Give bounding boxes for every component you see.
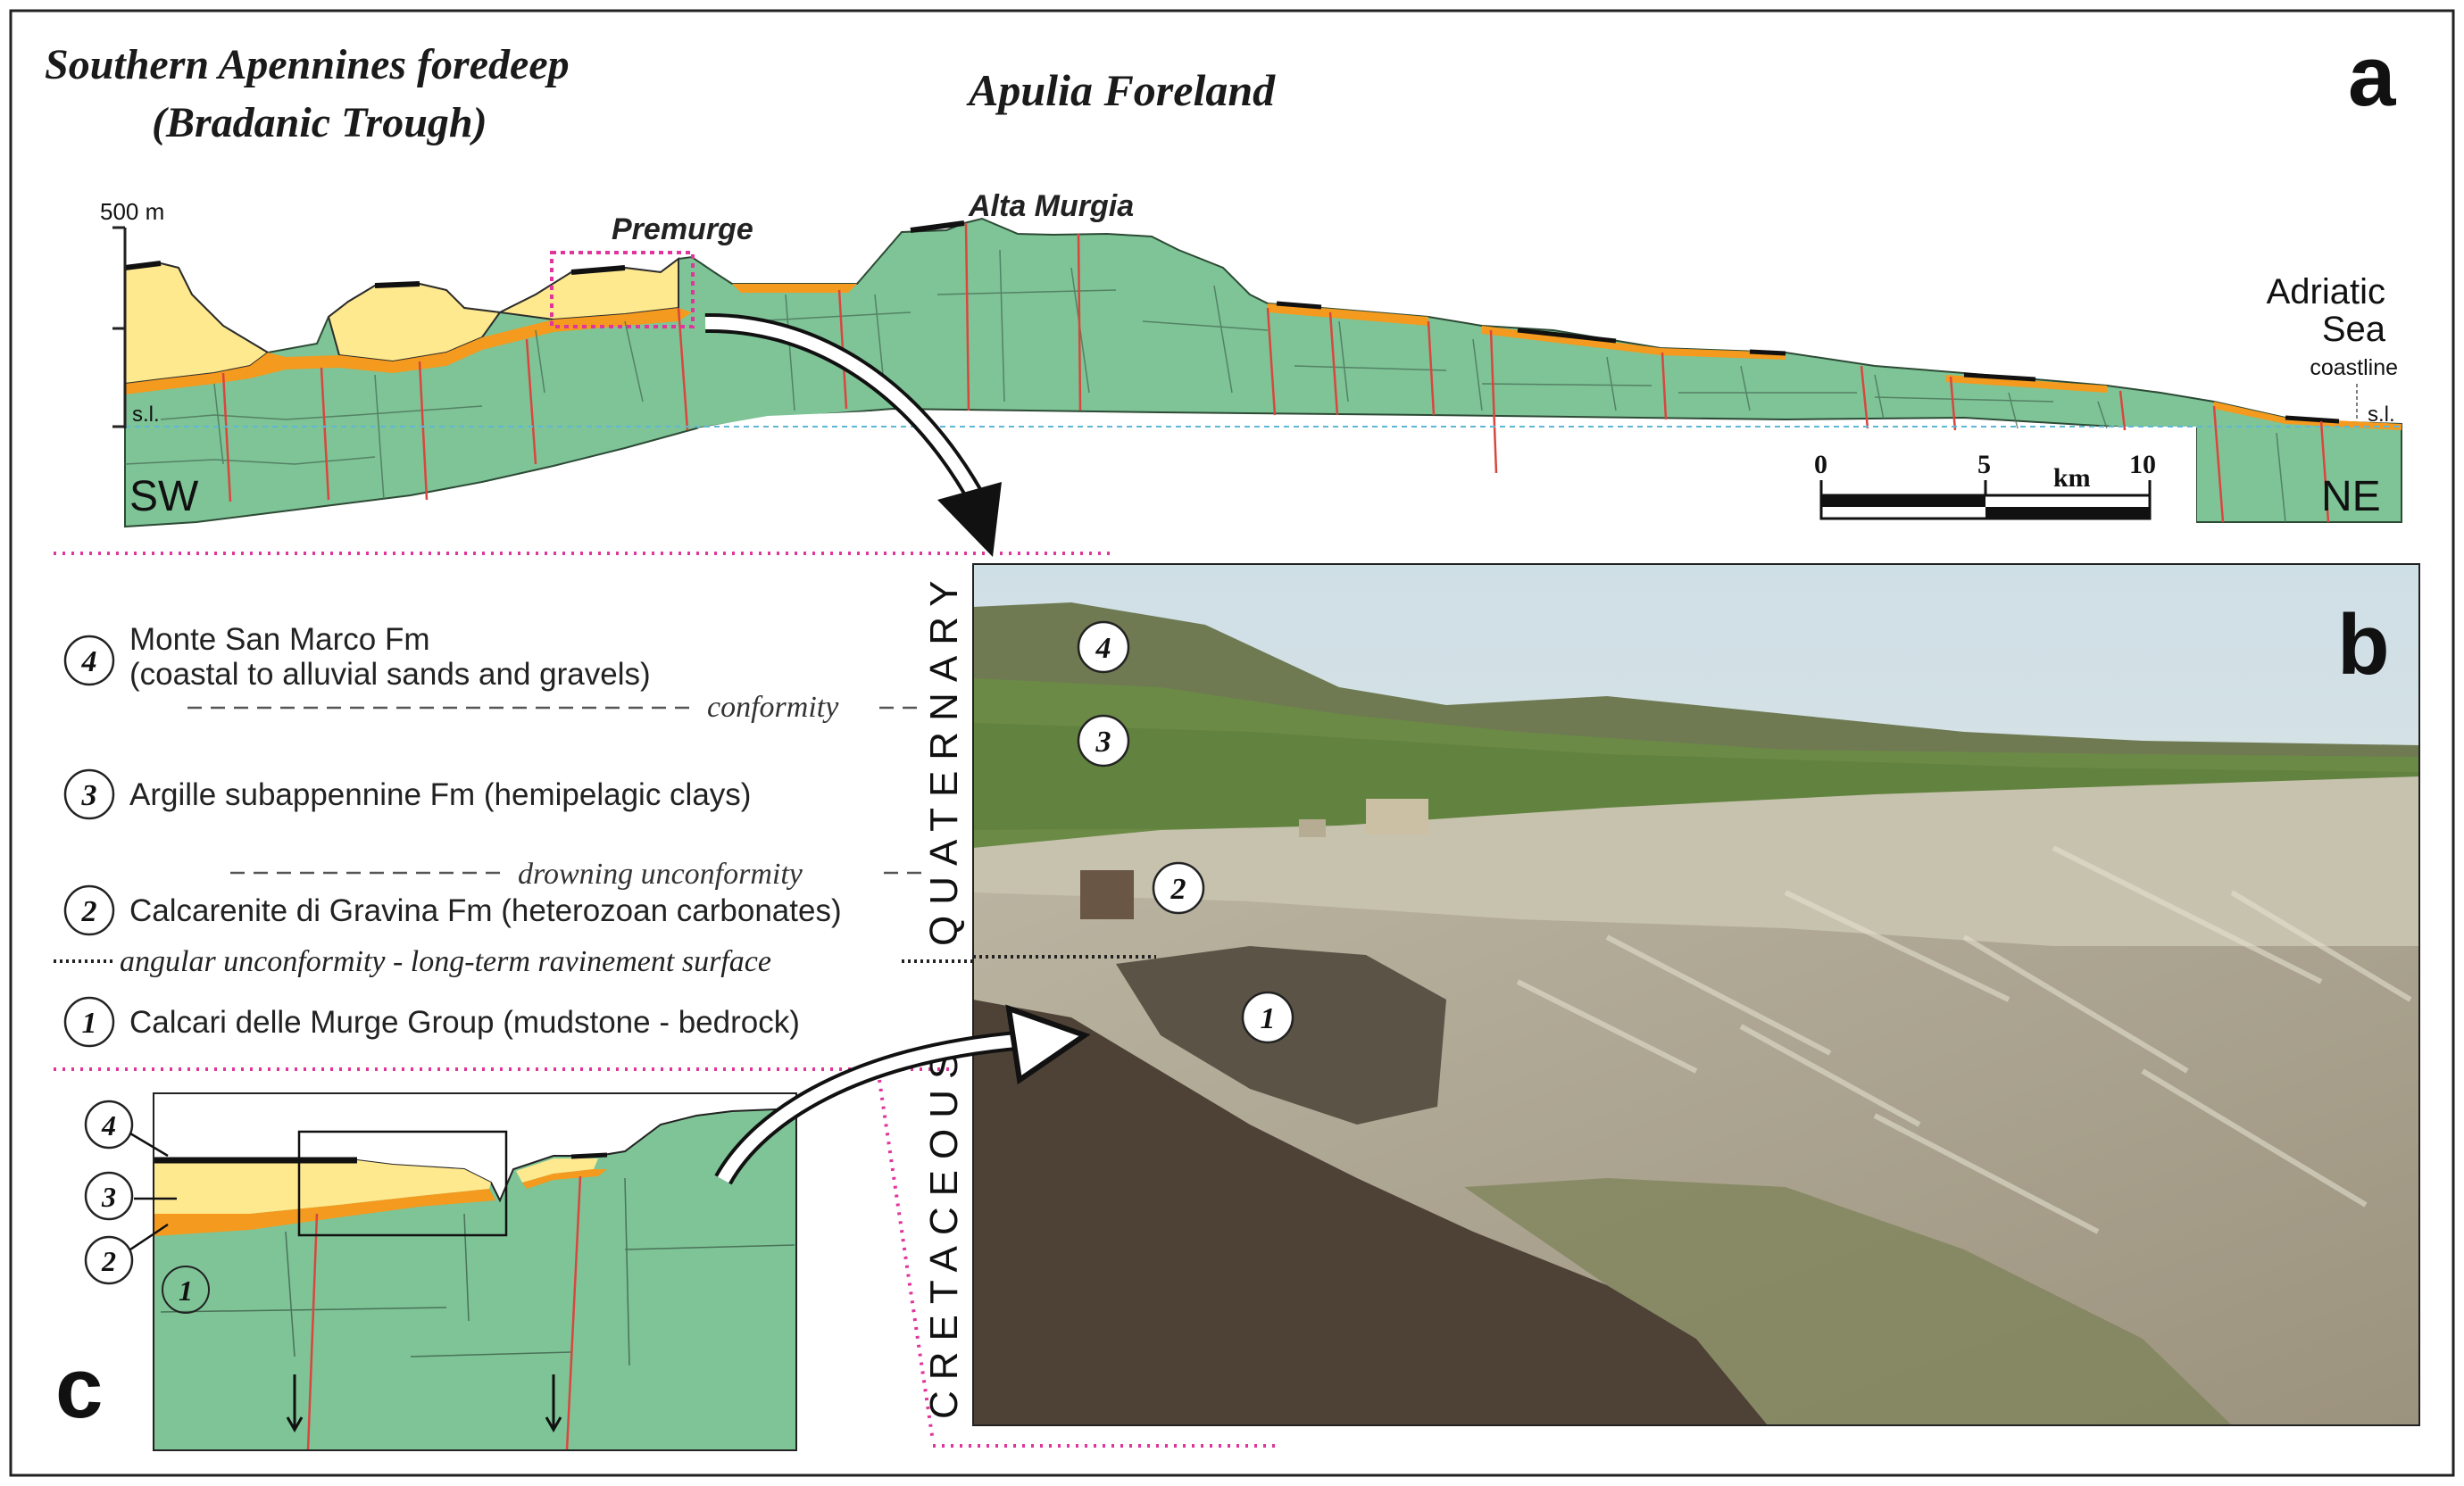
panel-c-marker-3: 3 [84,1171,177,1221]
panel-a: Southern Apennines foredeep (Bradanic Tr… [45,29,2402,557]
legend-marker-3: 3 [81,779,97,812]
legend-f4-name: Monte San Marco Fm [129,622,430,657]
legend-item-3: 3 Argille subappennine Fm (hemipelagic c… [63,768,751,820]
legend-f1-text: Calcari delle Murge Group (mudstone - be… [129,1005,800,1040]
svg-text:4: 4 [1095,632,1111,665]
panel-a-title-center: Apulia Foreland [966,65,1276,115]
black-cap-left [124,220,965,288]
sl-label-right: s.l. [2368,403,2395,427]
arrow-c-to-b-head [1005,1004,1091,1085]
orange-strip-right1 [1268,303,1428,326]
legend-f2-text: Calcarenite di Gravina Fm (heterozoan ca… [129,893,842,928]
photo-marker-2: 2 [1152,861,1205,915]
arrow-c-to-b-inner [717,1034,1028,1183]
premurge-label: Premurge [612,212,753,246]
adriatic-label-line1: Adriatic [2267,272,2385,311]
panel-c: 4 3 2 1 c [55,1004,1091,1451]
legend-angular: angular unconformity - long-term ravinem… [120,945,771,978]
panel-c-marker-4: 4 [84,1100,169,1158]
orange-strip-right3 [1661,348,1786,360]
separator-b-diag [878,1079,935,1442]
legend-f4-desc: (coastal to alluvial sands and gravels) [129,657,651,692]
legend-f3-text: Argille subappennine Fm (hemipelagic cla… [129,777,751,812]
km-scale-bar [1819,480,2152,520]
black-cap-right [1276,301,2340,424]
orange-strip-right5 [2214,402,2402,430]
panel-c-zoom-box [297,1130,508,1237]
scale-tick-0: 0 [1814,450,1827,479]
panel-a-title-left-line1: Southern Apennines foredeep [45,41,570,88]
svg-text:3: 3 [101,1181,116,1213]
panel-c-marker-2: 2 [84,1223,169,1285]
panel-b-letter: b [2337,597,2390,693]
figure-frame [9,9,2455,1477]
panel-c-letter: c [55,1341,103,1436]
panel-a-title-left-line2: (Bradanic Trough) [152,99,487,146]
scale-tick-10: 10 [2129,450,2156,479]
panel-c-frame [153,1092,797,1451]
basin-fill-1 [124,262,270,386]
bedrock-joints [124,249,2286,523]
legend-marker-4: 4 [81,645,97,678]
legend-item-4: 4 Monte San Marco Fm (coastal to alluvia… [63,622,651,692]
arrow-a-to-b-inner [704,316,988,512]
ne-label: NE [2321,473,2381,520]
scale-unit: km [2053,463,2091,493]
panel-c-marker-1: 1 [162,1266,210,1314]
arrow-a-to-b-head [937,482,1002,557]
elevation-label: 500 m [100,198,164,225]
legend-marker-2: 2 [81,895,97,928]
section-base-gap [696,411,2143,509]
cretaceous-label: CRETACEOUS [922,1042,966,1419]
elevation-scale [112,226,127,428]
svg-text:2: 2 [1170,873,1186,906]
basin-fill-3 [496,257,679,321]
legend-item-1: 1 Calcari delle Murge Group (mudstone - … [63,996,800,1048]
legend-marker-1: 1 [82,1007,97,1040]
photo-marker-4: 4 [1077,620,1130,674]
orange-strip-left [125,308,692,394]
svg-text:1: 1 [1261,1002,1276,1035]
sl-label-left: s.l. [132,403,160,427]
legend-conformity: conformity [707,691,839,724]
photo-marker-1: 1 [1241,991,1294,1044]
legend-item-2: 2 Calcarenite di Gravina Fm (heterozoan … [63,884,842,936]
quaternary-label: QUATERNARY [922,569,966,946]
svg-text:3: 3 [1095,726,1111,759]
orange-strip-center [732,284,857,293]
panel-b-photo [973,564,2419,1425]
faults-section-a [221,222,2330,523]
svg-text:2: 2 [101,1245,116,1277]
legend-drowning: drowning unconformity [518,858,803,891]
svg-text:1: 1 [179,1274,193,1307]
orange-strip-right4 [1946,375,2107,393]
adriatic-label-line2: Sea [2322,310,2386,349]
scale-tick-5: 5 [1977,450,1991,479]
panel-b-frame [972,563,2420,1426]
panel-a-letter: a [2348,29,2396,124]
alta-murgia-label: Alta Murgia [968,189,1134,223]
premurge-zoom-box [550,251,695,328]
svg-text:4: 4 [101,1109,116,1141]
photo-marker-3: 3 [1077,714,1130,768]
sw-label: SW [129,473,199,520]
coastline-label: coastline [2310,355,2398,380]
